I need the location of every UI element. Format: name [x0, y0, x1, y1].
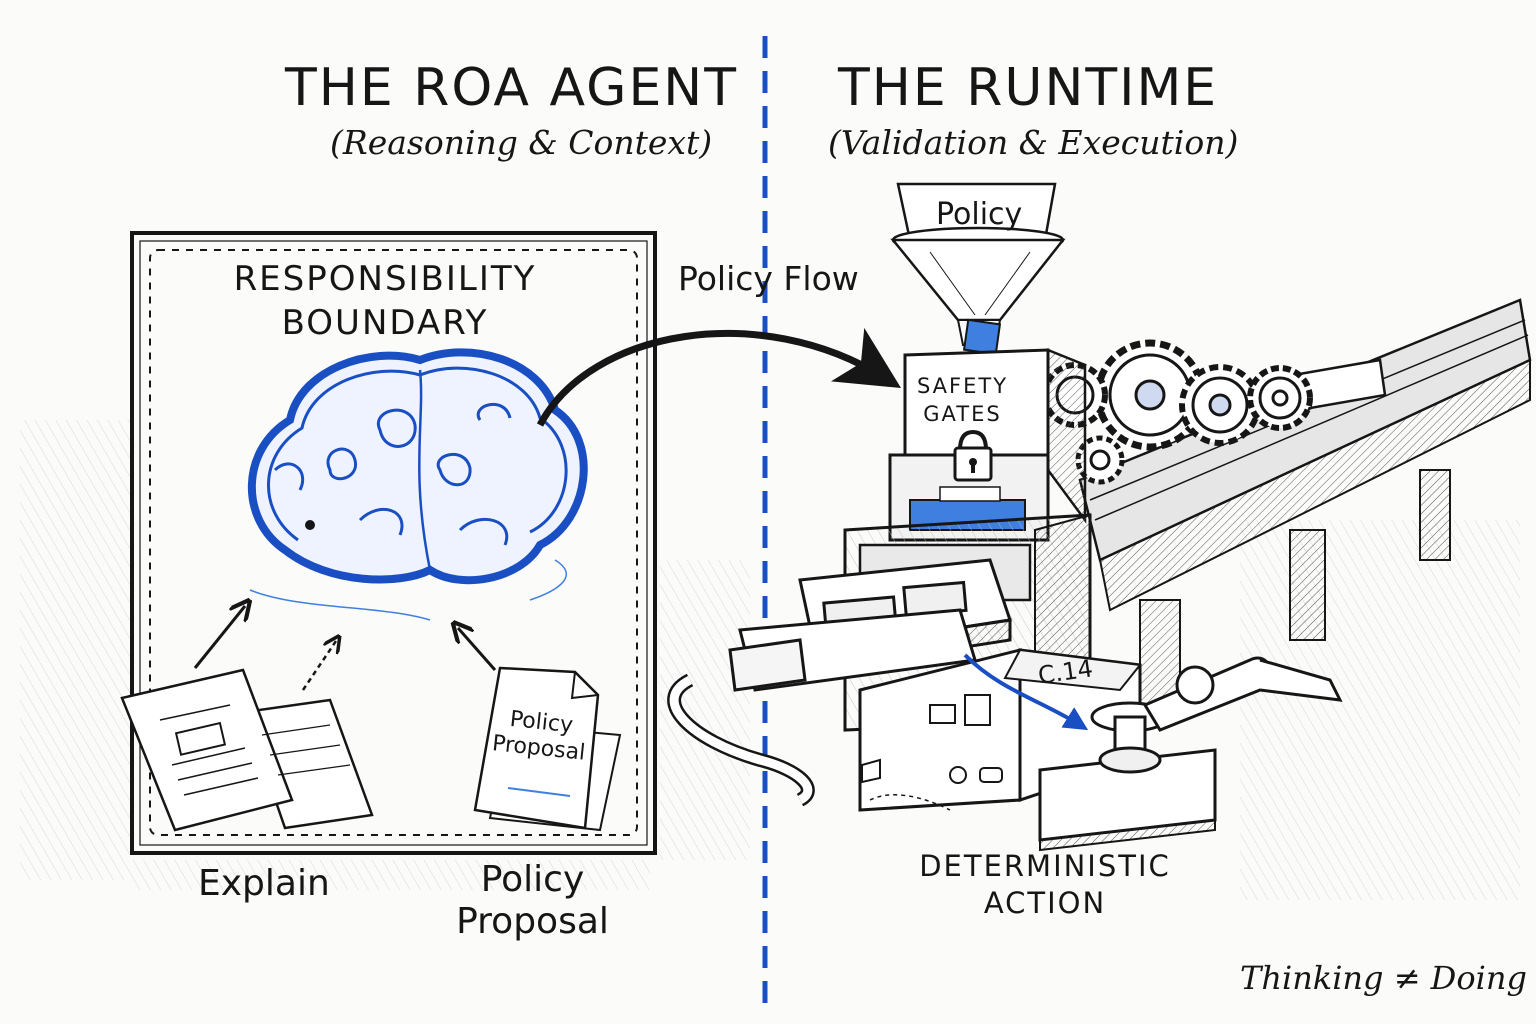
runtime-title: THE RUNTIME: [838, 58, 1219, 118]
caption-explain: Explain: [198, 863, 330, 904]
agent-title: THE ROA AGENT: [285, 58, 738, 118]
safety-gates-line2: GATES: [923, 402, 1002, 426]
caption-policy-line2: Proposal: [456, 901, 609, 942]
boundary-label-line1: RESPONSIBILITY: [233, 259, 537, 299]
safety-gates-label: SAFETY GATES: [910, 376, 1015, 425]
caption-policy-proposal: Policy Proposal: [445, 862, 620, 940]
policy-funnel-icon: [890, 182, 1066, 356]
rail-track: [1078, 298, 1532, 721]
safety-gates-line1: SAFETY: [916, 374, 1009, 398]
block-mark: C.14: [1036, 654, 1095, 690]
ground-shading: [20, 420, 1520, 900]
caption-action-line2: ACTION: [983, 886, 1107, 920]
brain-icon: [247, 348, 588, 621]
arrow-doc-to-brain: [301, 641, 336, 691]
footer-tagline: Thinking ≠ Doing: [1240, 959, 1527, 997]
arrow-explain-to-brain: [193, 606, 245, 669]
paper-proposal-label: Policy Proposal: [488, 707, 592, 766]
policy-flow-label: Policy Flow: [678, 259, 859, 298]
console-drawers: [667, 558, 1012, 807]
caption-policy-line1: Policy: [480, 859, 585, 900]
runtime-subtitle: (Validation & Execution): [828, 123, 1239, 162]
boundary-label-line2: BOUNDARY: [281, 303, 489, 343]
arrow-proposal-to-brain: [458, 628, 497, 671]
policy-proposal-paper-icon: [473, 666, 622, 832]
caption-deterministic-action: DETERMINISTIC ACTION: [900, 852, 1190, 918]
explain-documents-icon: [120, 668, 374, 832]
responsibility-boundary-frame: [130, 231, 657, 855]
funnel-policy-label: Policy: [936, 197, 1023, 232]
policy-flow-arrow: [536, 327, 902, 427]
action-arrow: [963, 653, 1089, 731]
agent-subtitle: (Reasoning & Context): [330, 123, 713, 162]
caption-action-line1: DETERMINISTIC: [919, 849, 1171, 883]
boundary-label: RESPONSIBILITY BOUNDARY: [190, 262, 580, 340]
